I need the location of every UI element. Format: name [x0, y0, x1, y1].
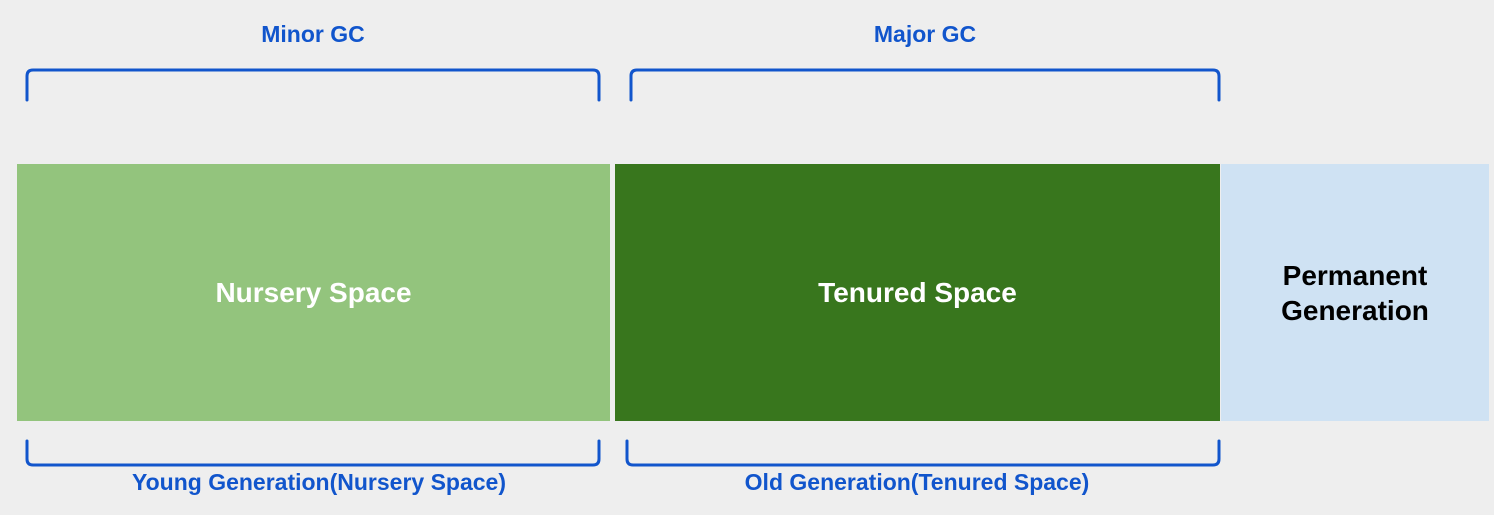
young-generation-bracket — [25, 439, 601, 467]
tenured-space-block: Tenured Space — [615, 164, 1220, 421]
permanent-generation-line2: Generation — [1281, 294, 1429, 326]
young-generation-label: Young Generation(Nursery Space) — [131, 469, 507, 495]
minor-gc-bracket — [25, 68, 601, 102]
permanent-generation-line1: Permanent — [1282, 259, 1428, 291]
old-generation-label: Old Generation(Tenured Space) — [744, 469, 1090, 495]
tenured-space-label: Tenured Space — [818, 277, 1017, 308]
permanent-generation-block: Permanent Generation — [1221, 164, 1489, 421]
old-generation-bracket — [625, 439, 1221, 467]
nursery-space-label: Nursery Space — [215, 277, 412, 308]
nursery-space-block: Nursery Space — [17, 164, 610, 421]
major-gc-label: Major GC — [873, 21, 977, 47]
major-gc-bracket — [629, 68, 1221, 102]
minor-gc-label: Minor GC — [261, 21, 365, 47]
permanent-generation-label: Permanent Generation — [1281, 258, 1429, 328]
